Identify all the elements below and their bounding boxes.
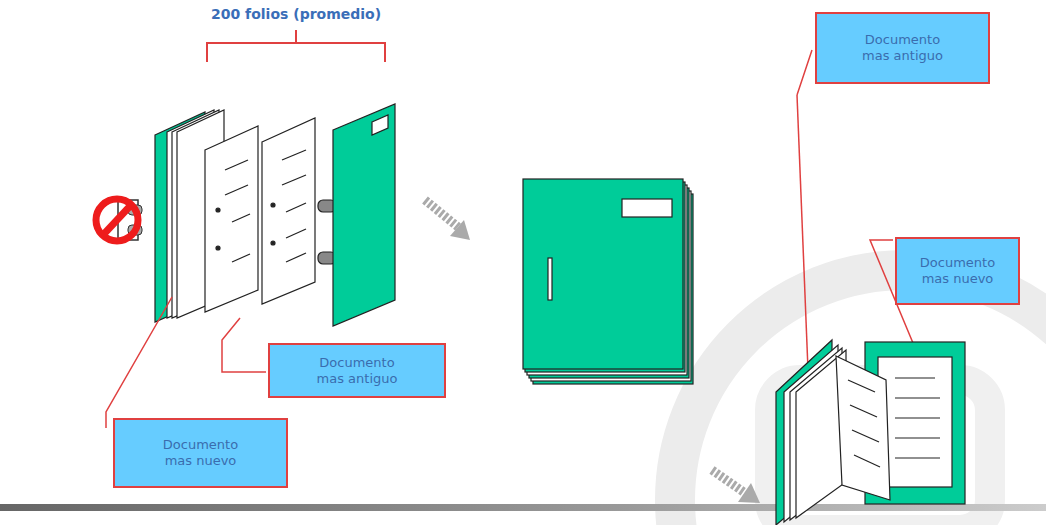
callout-text: Documento mas antiguo	[304, 355, 410, 387]
prohibited-sign	[96, 199, 138, 241]
callout-text: Documento mas nuevo	[149, 437, 252, 469]
callout-box: Documento mas antiguo	[815, 12, 990, 84]
bottom-bar	[0, 504, 1046, 511]
callout-box: Documento mas nuevo	[113, 418, 288, 488]
callout-box: Documento mas antiguo	[268, 343, 446, 398]
callout-text: Documento mas antiguo	[851, 32, 954, 64]
exploded-binder	[155, 104, 395, 326]
folder-stack	[523, 179, 693, 384]
callout-box: Documento mas nuevo	[895, 237, 1020, 305]
count-label: 200 folios (promedio)	[208, 6, 384, 22]
bracket	[207, 30, 385, 62]
open-binder	[776, 340, 965, 525]
leader-lines	[106, 50, 918, 428]
callout-text: Documento mas nuevo	[909, 255, 1006, 287]
watermark	[675, 270, 1046, 525]
